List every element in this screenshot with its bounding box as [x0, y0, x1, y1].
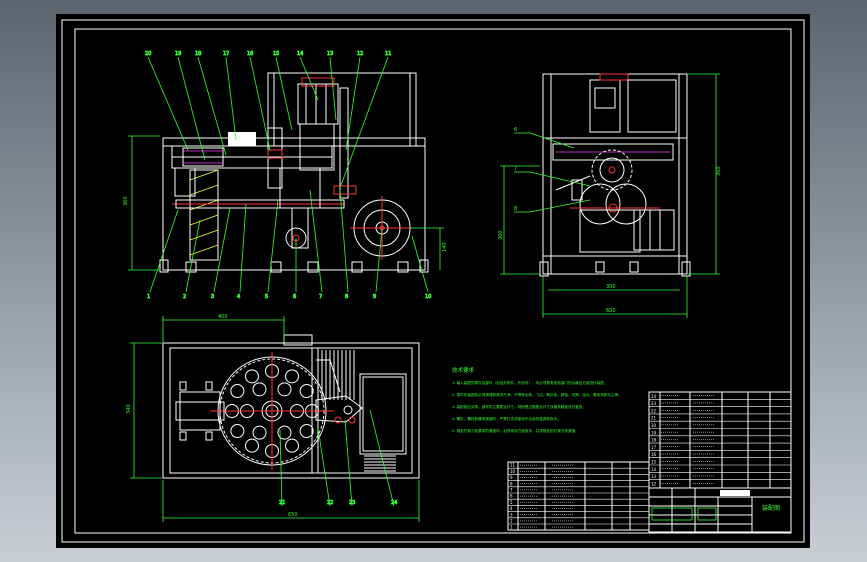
- parts-row-number: 10: [510, 469, 516, 474]
- side-lower-dim: 300: [498, 230, 504, 240]
- svg-text:6: 6: [514, 127, 517, 133]
- motor-height-dim: 140: [442, 242, 448, 252]
- top-balloon: 22: [327, 500, 333, 506]
- front-balloon-bottom: 1: [147, 294, 150, 300]
- top-balloon: 23: [349, 500, 355, 506]
- parts-row-number: 4: [510, 506, 513, 511]
- inner-frame: [74, 28, 792, 534]
- front-balloon-top: 15: [273, 51, 279, 57]
- note-item-2: 2. 零件在装配前必须清理和清洗干净，不得有毛刺、飞边、氧化皮、锈蚀、切屑、油污…: [452, 392, 622, 397]
- side-height-dim: 360: [716, 166, 722, 176]
- note-item-3: 3. 装配前应对零、部件的主要配合尺寸，特别是过盈配合尺寸及相关精度进行复查。: [452, 404, 586, 409]
- parts-row-number: 2: [510, 519, 513, 524]
- front-balloon-bottom: 9: [373, 294, 376, 300]
- drawing-sheet: [56, 14, 810, 548]
- front-balloon-top: 13: [327, 51, 333, 57]
- front-balloon-top: 19: [175, 51, 181, 57]
- parts-row-number: 22: [651, 408, 657, 413]
- parts-row-number: 11: [510, 463, 516, 468]
- parts-row-number: 17: [651, 445, 657, 450]
- parts-row-number: 16: [651, 452, 657, 457]
- front-balloon-bottom: 2: [183, 294, 186, 300]
- parts-row-number: 9: [510, 475, 513, 480]
- front-balloon-top: 16: [247, 51, 253, 57]
- parts-row-number: 20: [651, 423, 657, 428]
- front-balloon-top: 20: [145, 51, 151, 57]
- notes-heading: 技术要求: [452, 366, 475, 374]
- side-width-outer-dim: 600: [606, 308, 616, 314]
- front-balloon-top: 11: [385, 51, 391, 57]
- side-view: 360 300 300 600 6 7 8: [498, 73, 722, 318]
- parts-row-number: 14: [651, 467, 657, 472]
- parts-row-number: 8: [510, 481, 513, 486]
- front-balloon-top: 12: [357, 51, 363, 57]
- technical-notes: 技术要求 1. 装入装配的零件及部件（包括外购件、外协件），均必须具有检验部门的…: [452, 366, 622, 433]
- parts-row-number: 6: [510, 494, 513, 499]
- front-balloon-bottom: 6: [293, 294, 296, 300]
- note-item-1: 1. 装入装配的零件及部件（包括外购件、外协件），均必须具有检验部门的合格证方能…: [452, 380, 608, 385]
- top-bottom-width-dim: 650: [288, 512, 298, 518]
- front-balloon-bottom: 5: [265, 294, 268, 300]
- outer-frame: [61, 19, 805, 543]
- parts-row-number: 5: [510, 500, 513, 505]
- title-block: 装配图: [648, 487, 792, 533]
- parts-row-number: 12: [651, 481, 657, 486]
- parts-row-number: 3: [510, 512, 513, 517]
- front-balloon-bottom: 3: [211, 294, 214, 300]
- front-balloon-bottom: 8: [345, 294, 348, 300]
- parts-row-number: 13: [651, 474, 657, 479]
- front-balloon-top: 17: [223, 51, 229, 57]
- top-width-dim: 400: [218, 314, 228, 320]
- note-item-4: 4. 螺钉、螺栓和螺母紧固时，严禁打击或使用不合适的旋具和扳手。: [452, 416, 561, 421]
- parts-row-number: 7: [510, 488, 513, 493]
- parts-row-number: 15: [651, 460, 657, 465]
- parts-row-number: 18: [651, 438, 657, 443]
- top-view: 400 340 650 21 22 23 24: [126, 314, 420, 522]
- note-item-5: 5. 规定拧紧力矩要求的紧固件，必须采用力矩扳手，并按规定的拧紧力矩紧固。: [452, 428, 579, 433]
- front-balloon-top: 14: [297, 51, 303, 57]
- parts-list-upper: 24 23 22 21 20 19 18 17 16 15 14 13 12: [648, 391, 792, 489]
- parts-row-number: 24: [651, 394, 657, 399]
- top-balloon: 24: [391, 500, 397, 506]
- top-balloon: 21: [279, 500, 285, 506]
- parts-row-number: 19: [651, 430, 657, 435]
- side-width-inner-dim: 300: [606, 284, 616, 290]
- parts-row-number: 23: [651, 401, 657, 406]
- front-height-dim: 360: [123, 196, 129, 206]
- top-depth-dim: 340: [126, 404, 132, 414]
- front-balloon-bottom: 4: [237, 294, 240, 300]
- parts-row-number: 21: [651, 416, 657, 421]
- svg-text:8: 8: [514, 206, 517, 212]
- front-balloon-top: 18: [195, 51, 201, 57]
- svg-text:7: 7: [514, 166, 517, 172]
- parts-row-number: 1: [510, 525, 513, 530]
- drawing-title: 装配图: [762, 504, 780, 512]
- front-balloon-bottom: 10: [425, 294, 431, 300]
- front-balloon-bottom: 7: [319, 294, 322, 300]
